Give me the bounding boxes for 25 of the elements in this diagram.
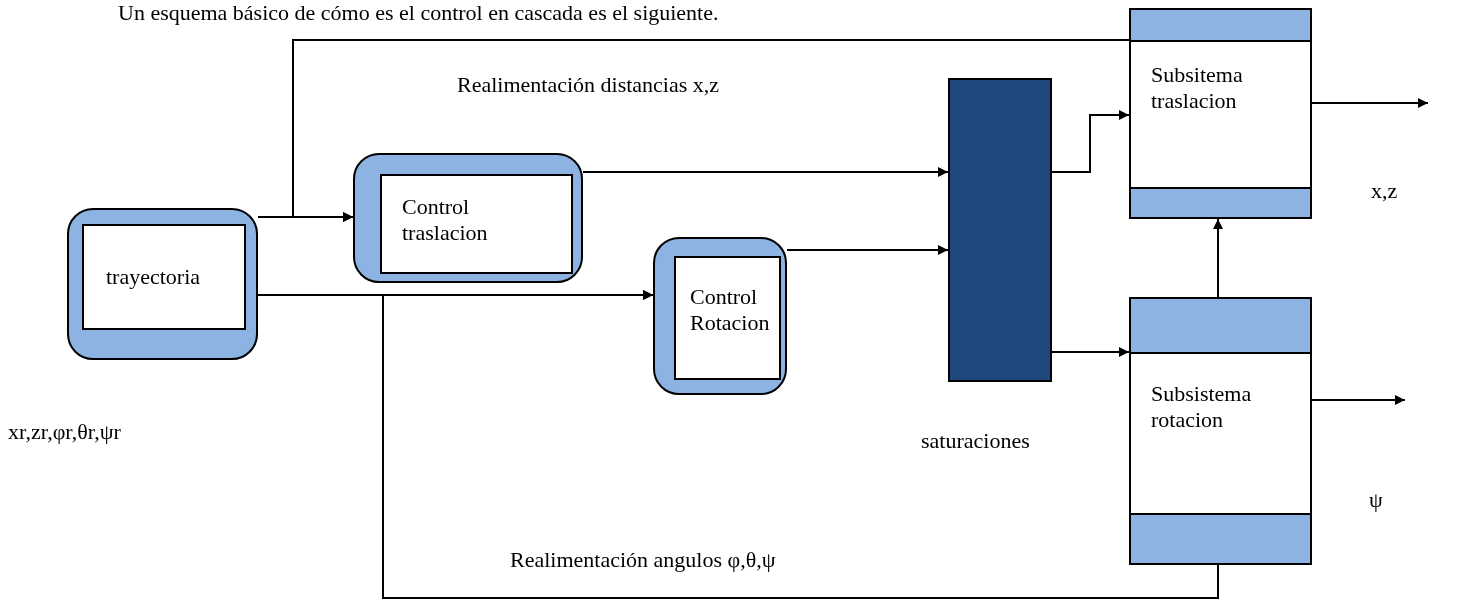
block-box [353,153,583,283]
subsystem-box [1129,297,1312,565]
saturation-bar [948,78,1052,382]
arrow [1051,347,1130,357]
arrow [582,167,949,177]
signal-label: ψ [1369,487,1383,514]
arrow [1311,395,1406,405]
block-box [67,208,258,360]
block-label: Subsistema rotacion [1151,381,1253,434]
block-label: Control Rotacion [690,284,771,337]
subsystem-box [1129,8,1312,219]
signal-label: x,z [1371,178,1398,205]
feedback-arrow [382,290,1219,599]
signal-label: xr,zr,φr,θr,ψr [8,419,121,446]
arrow [1311,98,1429,108]
arrow [1051,110,1130,173]
arrow [786,245,949,255]
block-label: Control traslacion [402,194,489,247]
block-label: trayectoria [106,264,202,291]
arrow [1213,218,1223,298]
block-label: Subsitema traslacion [1151,62,1244,115]
block-box [653,237,787,395]
feedback-arrow [292,39,1130,222]
block-caption: saturaciones [921,428,1030,455]
title-text: Un esquema básico de cómo es el control en cascada es el siguiente. [118,0,719,27]
